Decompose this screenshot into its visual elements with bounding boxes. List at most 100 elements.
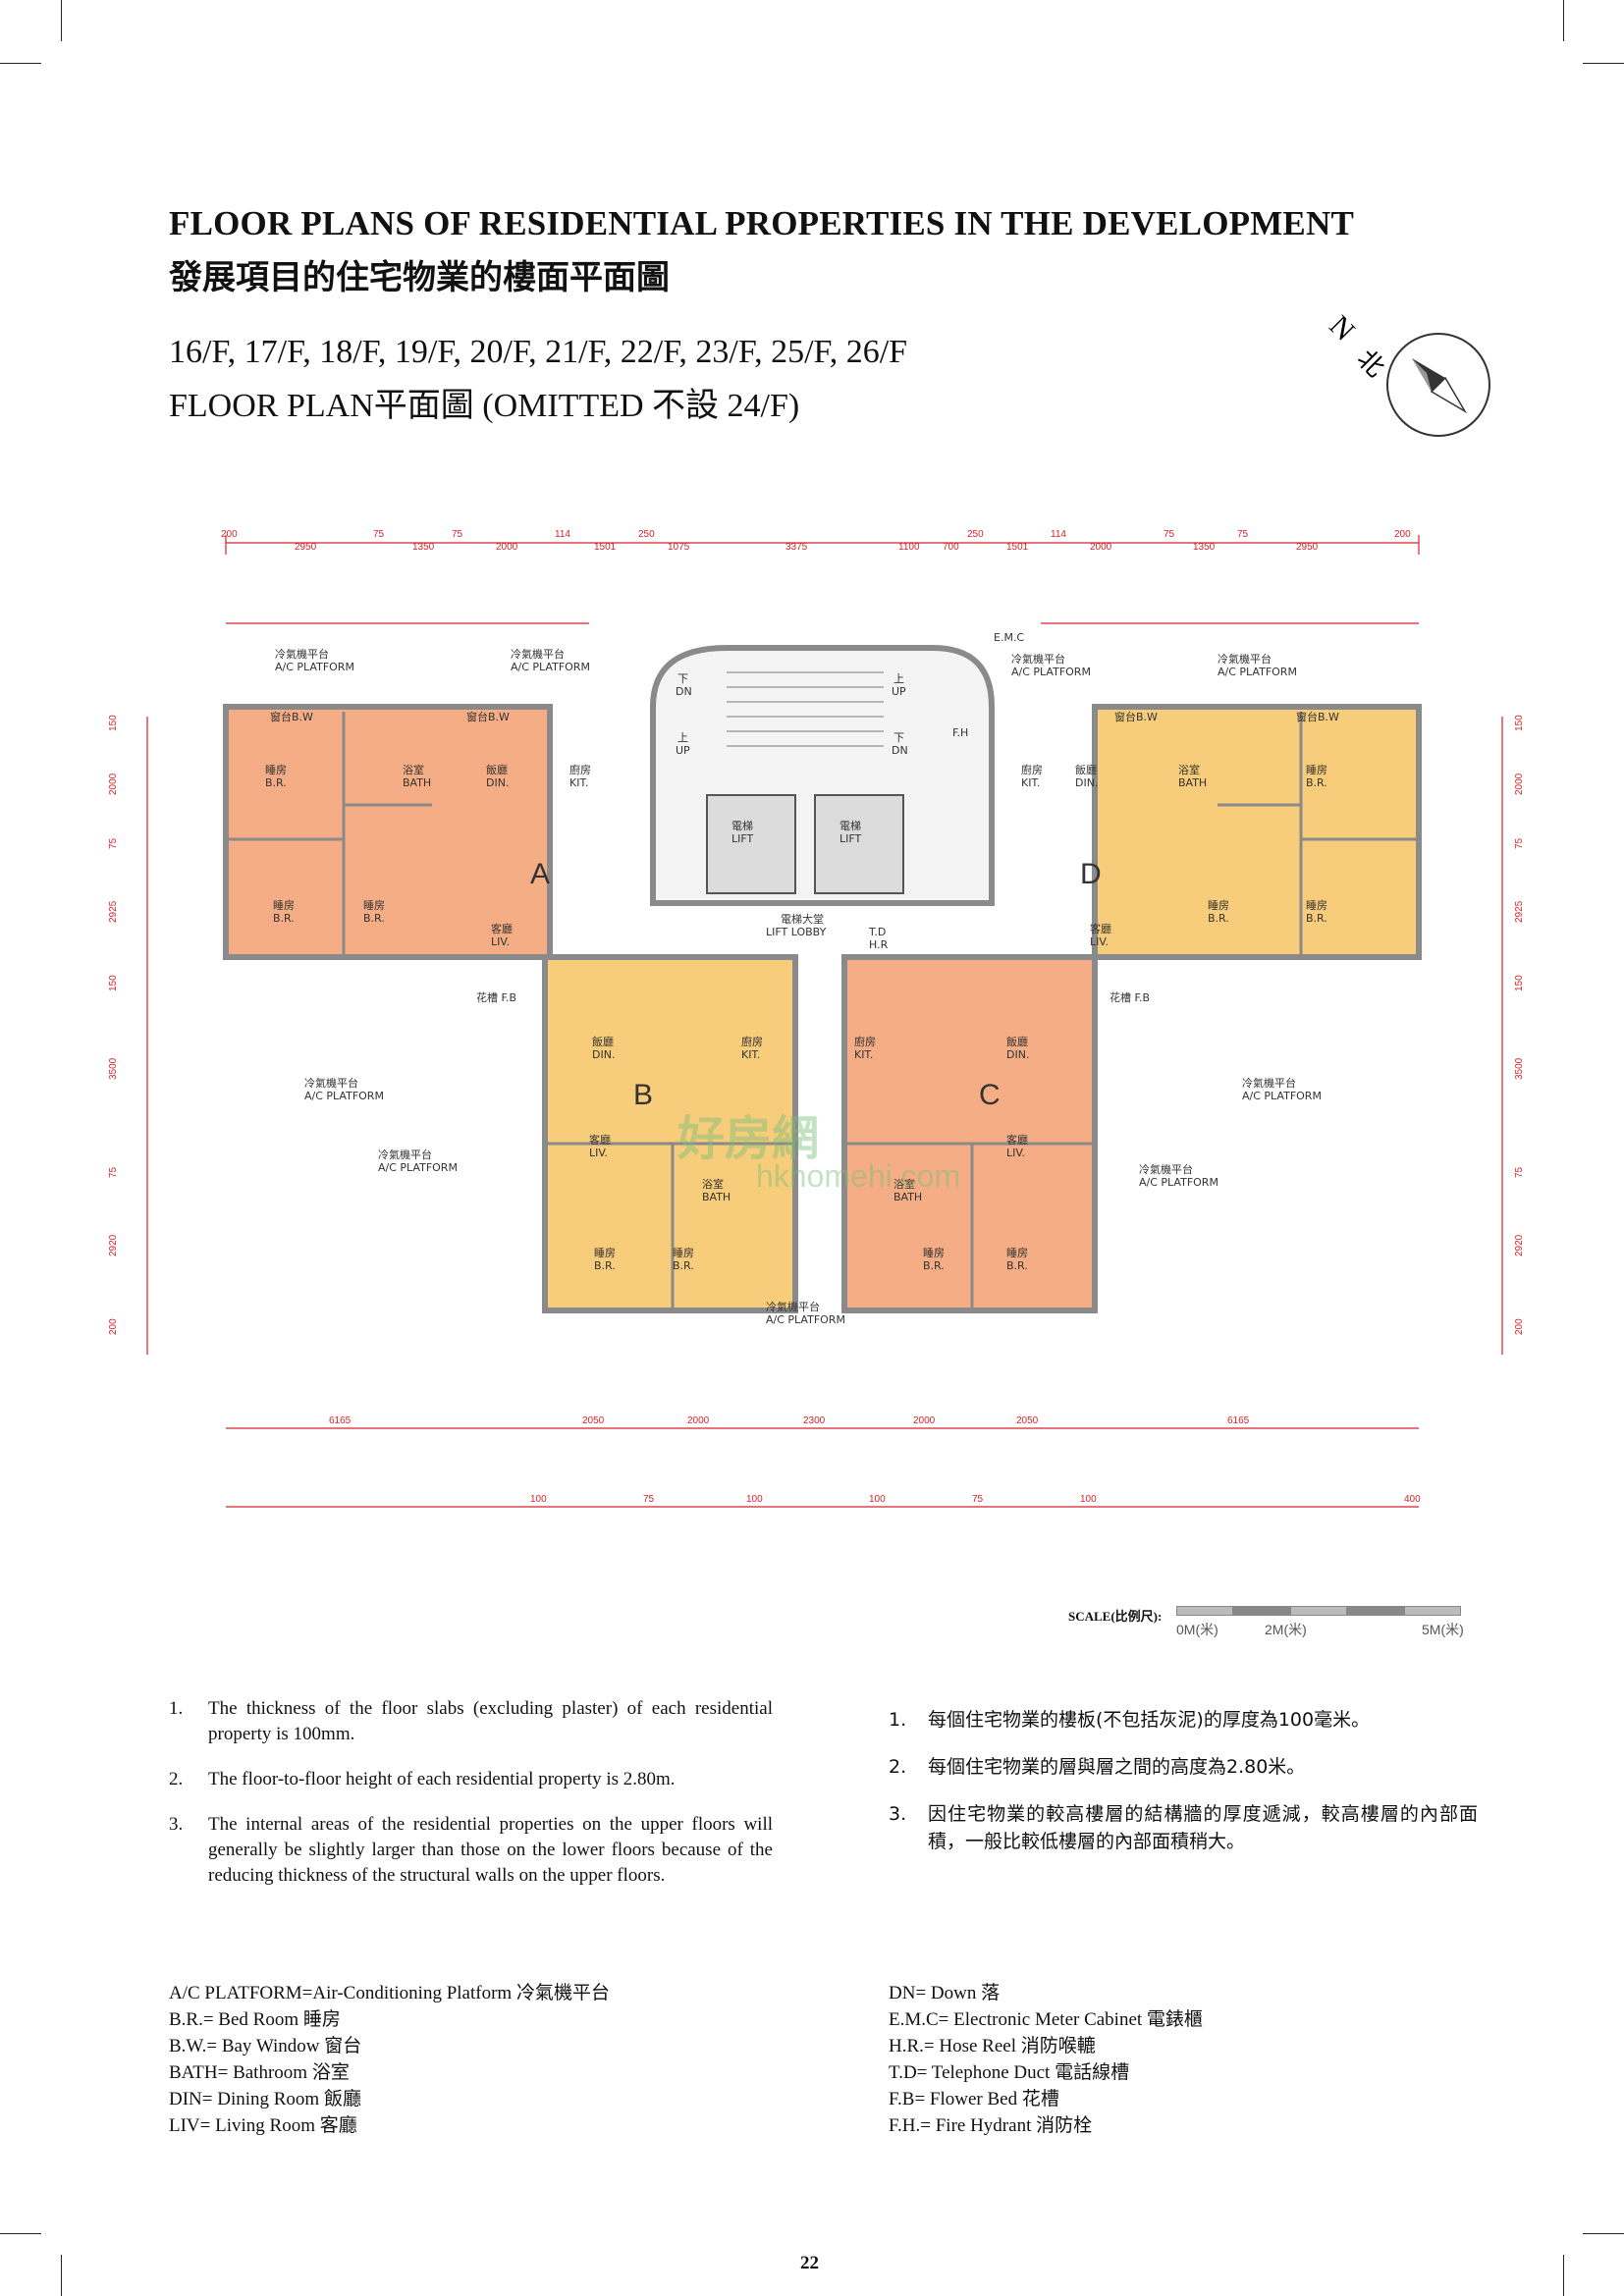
- svg-text:200: 200: [108, 1318, 119, 1335]
- page-title: FLOOR PLANS OF RESIDENTIAL PROPERTIES IN…: [169, 204, 1354, 242]
- svg-text:2920: 2920: [1514, 1234, 1525, 1256]
- room-label: B.R.: [594, 1259, 616, 1272]
- room-label: 睡房: [1006, 1247, 1028, 1259]
- room-label: KIT.: [741, 1048, 760, 1061]
- flower-bed-label: 花槽 F.B: [476, 991, 516, 1004]
- svg-text:75: 75: [643, 1494, 655, 1505]
- room-label: B.R.: [363, 912, 385, 925]
- room-label: KIT.: [569, 776, 588, 789]
- lift-lobby-label: 電梯大堂: [781, 912, 824, 926]
- ac-platform-label: 冷氣機平台: [511, 647, 565, 661]
- room-label: 廚房: [569, 763, 591, 776]
- svg-text:6165: 6165: [1227, 1415, 1250, 1426]
- page-title-chinese: 發展項目的住宅物業的樓面平面圖: [169, 258, 670, 297]
- notes-english: 1.The thickness of the floor slabs (excl…: [169, 1696, 773, 1908]
- svg-text:75: 75: [108, 837, 119, 849]
- unit-d-area: [1092, 704, 1422, 960]
- ac-platform-label: 冷氣機平台: [1139, 1162, 1193, 1176]
- legend-item: A/C PLATFORM=Air-Conditioning Platform 冷…: [169, 1983, 610, 2003]
- crop-mark: [0, 63, 41, 64]
- room-label: 睡房: [273, 899, 295, 912]
- stair-down-label: DN: [892, 744, 908, 757]
- svg-text:1501: 1501: [594, 542, 617, 553]
- lift-label: LIFT: [839, 832, 862, 845]
- room-label: 睡房: [673, 1247, 694, 1259]
- svg-text:75: 75: [452, 529, 463, 540]
- svg-text:75: 75: [1514, 837, 1525, 849]
- legend-item: B.R.= Bed Room 睡房: [169, 2009, 341, 2030]
- room-label: 浴室: [403, 763, 424, 776]
- note-item: 3.The internal areas of the residential …: [169, 1814, 773, 1886]
- room-label: 睡房: [1306, 764, 1327, 776]
- svg-text:1075: 1075: [668, 542, 690, 553]
- bay-window-label: 窗台B.W: [1296, 710, 1339, 723]
- lift-label: LIFT: [731, 832, 754, 845]
- room-label: KIT.: [854, 1048, 873, 1061]
- svg-text:3500: 3500: [1514, 1057, 1525, 1080]
- room-label: KIT.: [1021, 776, 1040, 789]
- north-compass-icon: N 北: [1323, 309, 1490, 437]
- legend-item: F.B= Flower Bed 花槽: [889, 2089, 1059, 2109]
- svg-text:150: 150: [108, 975, 119, 991]
- svg-text:100: 100: [530, 1494, 547, 1505]
- room-label: 廚房: [854, 1035, 876, 1048]
- room-label: BATH: [1178, 776, 1207, 789]
- ac-platform-label: A/C PLATFORM: [1139, 1176, 1218, 1189]
- room-label: 客廳: [589, 1133, 611, 1147]
- crop-mark: [1563, 2255, 1564, 2296]
- room-label: 睡房: [1306, 899, 1327, 912]
- svg-text:2000: 2000: [1090, 542, 1112, 553]
- svg-text:2920: 2920: [108, 1234, 119, 1256]
- crop-mark: [1583, 63, 1624, 64]
- unit-c-area: [841, 954, 1098, 1313]
- bay-window-label: 窗台B.W: [1114, 710, 1158, 723]
- note-item: 1.每個住宅物業的樓板(不包括灰泥)的厚度為100毫米。: [889, 1709, 1371, 1731]
- svg-text:2950: 2950: [295, 542, 317, 553]
- floor-list: 16/F, 17/F, 18/F, 19/F, 20/F, 21/F, 22/F…: [169, 334, 908, 370]
- watermark: 好房網: [677, 1111, 820, 1166]
- room-label: LIV.: [1090, 935, 1109, 948]
- svg-text:200: 200: [1394, 529, 1411, 540]
- svg-text:200: 200: [221, 529, 238, 540]
- note-item: 2.The floor-to-floor height of each resi…: [169, 1769, 676, 1789]
- svg-text:2000: 2000: [108, 773, 119, 795]
- stair-up-label: 上: [893, 672, 904, 685]
- room-label: B.R.: [1306, 776, 1327, 789]
- scale-tick: 2M(米): [1265, 1622, 1307, 1637]
- scale-bar: SCALE(比例尺): 0M(米) 2M(米) 5M(米): [1068, 1598, 1481, 1657]
- stair-up-label: UP: [676, 744, 690, 757]
- legend-item: F.H.= Fire Hydrant 消防栓: [889, 2115, 1093, 2136]
- room-label: DIN.: [1075, 776, 1098, 789]
- crop-mark: [1583, 2233, 1624, 2234]
- partition-walls: [226, 712, 1419, 1310]
- svg-text:75: 75: [1164, 529, 1175, 540]
- unit-b-area: [542, 954, 798, 1313]
- watermark-url: hkhomehi.com: [756, 1158, 961, 1194]
- note-item: 1.The thickness of the floor slabs (excl…: [169, 1698, 773, 1744]
- svg-text:2050: 2050: [1016, 1415, 1039, 1426]
- room-label: 浴室: [1178, 763, 1200, 776]
- room-label: 廚房: [741, 1035, 763, 1048]
- ac-platform-label: 冷氣機平台: [1218, 652, 1272, 666]
- note-item: 2.每個住宅物業的層與層之間的高度為2.80米。: [889, 1756, 1306, 1778]
- svg-text:1350: 1350: [1193, 542, 1216, 553]
- svg-text:1501: 1501: [1006, 542, 1029, 553]
- svg-text:114: 114: [1051, 529, 1066, 540]
- room-label: B.R.: [273, 912, 295, 925]
- ac-platform-label: 冷氣機平台: [378, 1148, 432, 1161]
- room-label: 睡房: [923, 1247, 945, 1259]
- svg-text:700: 700: [943, 542, 959, 553]
- scale-graphic: [1176, 1606, 1461, 1616]
- room-label: B.R.: [923, 1259, 945, 1272]
- legend-item: H.R.= Hose Reel 消防喉轆: [889, 2036, 1096, 2056]
- ac-platform-label: A/C PLATFORM: [1242, 1090, 1322, 1102]
- lift-lobby-label: LIFT LOBBY: [766, 926, 827, 938]
- stair-up-label: 上: [677, 731, 688, 744]
- bay-window-label: 窗台B.W: [270, 710, 313, 723]
- room-label: 飯廳: [592, 1035, 614, 1048]
- svg-text:150: 150: [108, 715, 119, 731]
- svg-text:250: 250: [967, 529, 984, 540]
- room-label: B.R.: [1006, 1259, 1028, 1272]
- svg-text:400: 400: [1404, 1494, 1421, 1505]
- svg-text:100: 100: [1080, 1494, 1097, 1505]
